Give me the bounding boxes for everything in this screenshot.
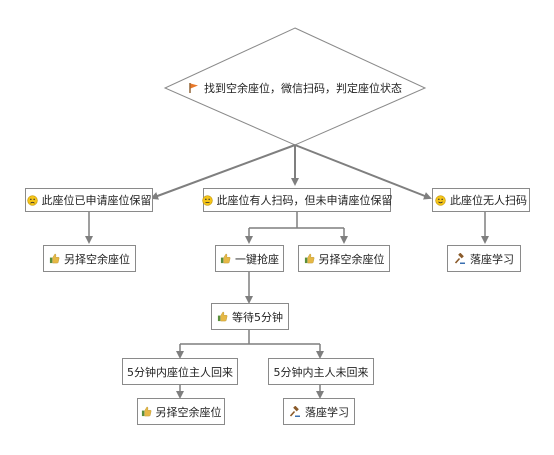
node-returns-choose-other-label: 另择空余座位 [155, 405, 222, 419]
smile-face-icon [435, 194, 446, 206]
root-node-label-wrap: 找到空余座位，微信扫码，判定座位状态 [165, 78, 425, 98]
node-owner-not-return-label: 5分钟内主人未回来 [273, 365, 369, 379]
node-occupied-choose-other-label: 另择空余座位 [318, 252, 385, 266]
node-owner-returns[interactable]: 5分钟内座位主人回来 [122, 358, 238, 385]
node-empty-label: 此座位无人扫码 [450, 194, 527, 207]
sad-face-icon [26, 194, 38, 206]
node-reserved-label: 此座位已申请座位保留 [41, 194, 152, 207]
node-returns-choose-other[interactable]: 另择空余座位 [137, 398, 225, 425]
node-not-return-sit-study-label: 落座学习 [305, 405, 349, 419]
node-grab-seat[interactable]: 一键抢座 [215, 245, 284, 272]
thumbs-up-icon [49, 253, 60, 264]
node-empty-sit-study-label: 落座学习 [470, 252, 514, 266]
node-occupied-label: 此座位有人扫码，但未申请座位保留 [216, 194, 393, 207]
edge-root-empty [294, 144, 432, 200]
node-reserved[interactable]: 此座位已申请座位保留 [25, 188, 153, 212]
gavel-icon [454, 252, 466, 265]
node-not-return-sit-study[interactable]: 落座学习 [283, 398, 355, 425]
node-empty[interactable]: 此座位无人扫码 [432, 188, 530, 212]
thumbs-up-icon [141, 406, 152, 417]
node-owner-returns-label: 5分钟内座位主人回来 [127, 365, 233, 379]
root-node-label: 找到空余座位，微信扫码，判定座位状态 [204, 82, 402, 95]
gavel-icon [289, 405, 301, 418]
node-reserved-choose-other[interactable]: 另择空余座位 [43, 245, 136, 272]
thumbs-up-icon [220, 253, 231, 264]
thumbs-up-icon [217, 311, 228, 322]
node-reserved-choose-other-label: 另择空余座位 [64, 252, 130, 266]
node-occupied-choose-other[interactable]: 另择空余座位 [298, 245, 390, 272]
edge-wait-split [180, 330, 320, 345]
node-empty-sit-study[interactable]: 落座学习 [447, 245, 521, 272]
node-grab-seat-label: 一键抢座 [235, 252, 279, 266]
node-wait-5min-label: 等待5分钟 [232, 310, 283, 324]
edge-occupied-split [249, 212, 344, 229]
neutral-face-icon [201, 194, 213, 206]
edge-root-reserved [150, 144, 296, 200]
thumbs-up-icon [304, 253, 315, 264]
node-wait-5min[interactable]: 等待5分钟 [211, 303, 289, 330]
flag-icon [188, 82, 200, 94]
node-occupied[interactable]: 此座位有人扫码，但未申请座位保留 [201, 188, 393, 212]
node-owner-not-return[interactable]: 5分钟内主人未回来 [268, 358, 374, 385]
